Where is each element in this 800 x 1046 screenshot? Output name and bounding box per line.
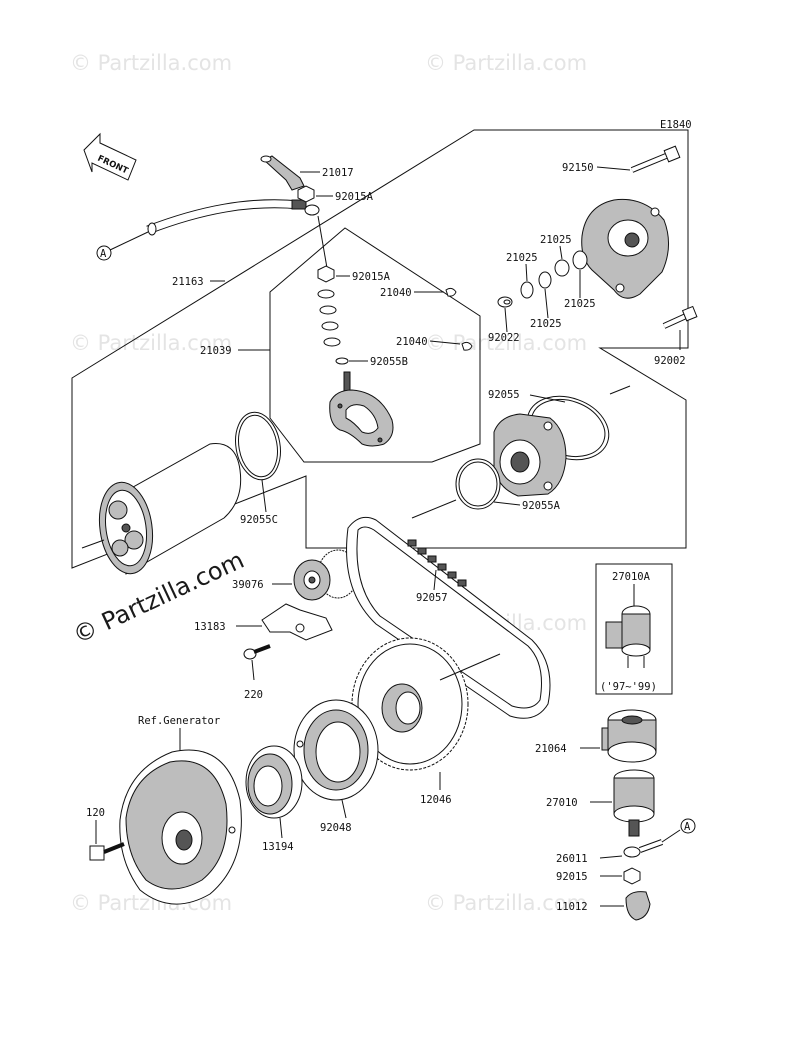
clip-icon: [461, 341, 473, 351]
part-label-92057: 92057: [416, 592, 448, 604]
part-label-21025-b: 21025: [506, 252, 538, 264]
part-label-92055C: 92055C: [240, 514, 278, 526]
long-bolt: [630, 145, 681, 173]
connector-a-right: [680, 818, 696, 834]
starter-relay-27010: [613, 769, 655, 837]
watermark-text: © Partzilla.com: [425, 891, 587, 915]
sprocket: [351, 637, 469, 771]
bolt-120: [89, 842, 125, 861]
clip-icon: [445, 287, 457, 297]
part-label-21017: 21017: [322, 167, 354, 179]
diagram-code: E1840: [660, 119, 692, 131]
relay-box-frame: [595, 563, 673, 695]
washer-icon: [538, 271, 552, 289]
connector-a-left: [96, 245, 112, 261]
nut-icon: [297, 185, 315, 203]
part-label-11012: 11012: [556, 901, 588, 913]
relay-coil: [601, 709, 657, 763]
terminal-cap: [625, 891, 651, 921]
brush-assembly-outline: [269, 227, 481, 463]
part-label-21025-d: 21025: [530, 318, 562, 330]
part-label-220: 220: [244, 689, 263, 701]
part-label-21163: 21163: [172, 276, 204, 288]
part-label-27010: 27010: [546, 797, 578, 809]
part-label-13194: 13194: [262, 841, 294, 853]
part-label-21064: 21064: [535, 743, 567, 755]
part-label-21025-a: 21025: [540, 234, 572, 246]
generator-rotor: [119, 749, 242, 905]
front-bracket: [493, 413, 567, 497]
part-label-21040-b: 21040: [396, 336, 428, 348]
starter-relay-27010A: [605, 605, 651, 668]
washer-icon: [520, 281, 534, 299]
screw-220: [243, 644, 271, 660]
part-label-39076: 39076: [232, 579, 264, 591]
watermark-large: © Partzilla.com: [69, 546, 249, 650]
watermark-text: © Partzilla.com: [425, 51, 587, 75]
starter-yoke: [81, 443, 242, 575]
part-label-92055: 92055: [488, 389, 520, 401]
connector-a-right-label: A: [684, 821, 691, 833]
washer-icon: [317, 289, 335, 299]
washer-icon: [323, 337, 341, 347]
washer-icon: [554, 259, 570, 277]
part-label-92048: 92048: [320, 822, 352, 834]
washer-icon: [321, 321, 339, 331]
connector-a-left-label: A: [100, 248, 107, 260]
part-label-120: 120: [86, 807, 105, 819]
screw-92002: [662, 305, 698, 329]
part-label-92015A-top: 92015A: [335, 191, 374, 203]
part-label-92015A-mid: 92015A: [352, 271, 391, 283]
washer-icon: [572, 250, 588, 270]
nut-icon: [623, 867, 641, 885]
part-label-26011: 26011: [556, 853, 588, 865]
part-label-92022: 92022: [488, 332, 520, 344]
washer-icon: [319, 305, 337, 315]
part-label-92055A: 92055A: [522, 500, 561, 512]
part-label-12046: 12046: [420, 794, 452, 806]
o-ring-92055C-icon: [235, 411, 281, 481]
starter-chain: [346, 516, 551, 719]
starter-cable: [109, 199, 320, 251]
end-cover: [581, 198, 669, 299]
part-label-92055B: 92055B: [370, 356, 408, 368]
o-ring-icon: [335, 357, 349, 365]
part-label-27010A: 27010A: [612, 571, 651, 583]
o-ring-92055A-icon: [455, 458, 501, 510]
guide-plate: [261, 603, 333, 641]
watermark-text: © Partzilla.com: [70, 331, 232, 355]
part-label-13183: 13183: [194, 621, 226, 633]
part-label-21040-a: 21040: [380, 287, 412, 299]
clutch-housing: [293, 699, 379, 801]
part-label-21025-c: 21025: [564, 298, 596, 310]
terminal-boot: [260, 155, 305, 191]
front-arrow-icon: FRONT: [83, 132, 137, 181]
part-label-92150: 92150: [562, 162, 594, 174]
ref-generator-label: Ref.Generator: [138, 715, 220, 727]
one-way-clutch: [245, 745, 303, 819]
chain-links: [407, 539, 467, 587]
part-label-92015: 92015: [556, 871, 588, 883]
part-label-92002: 92002: [654, 355, 686, 367]
part-label-21039: 21039: [200, 345, 232, 357]
nut-icon: [317, 265, 335, 283]
year-range-label: ('97~'99): [600, 681, 657, 693]
lead-wire: [623, 829, 681, 858]
brush-plate: [329, 371, 394, 447]
watermark-text: © Partzilla.com: [70, 51, 232, 75]
